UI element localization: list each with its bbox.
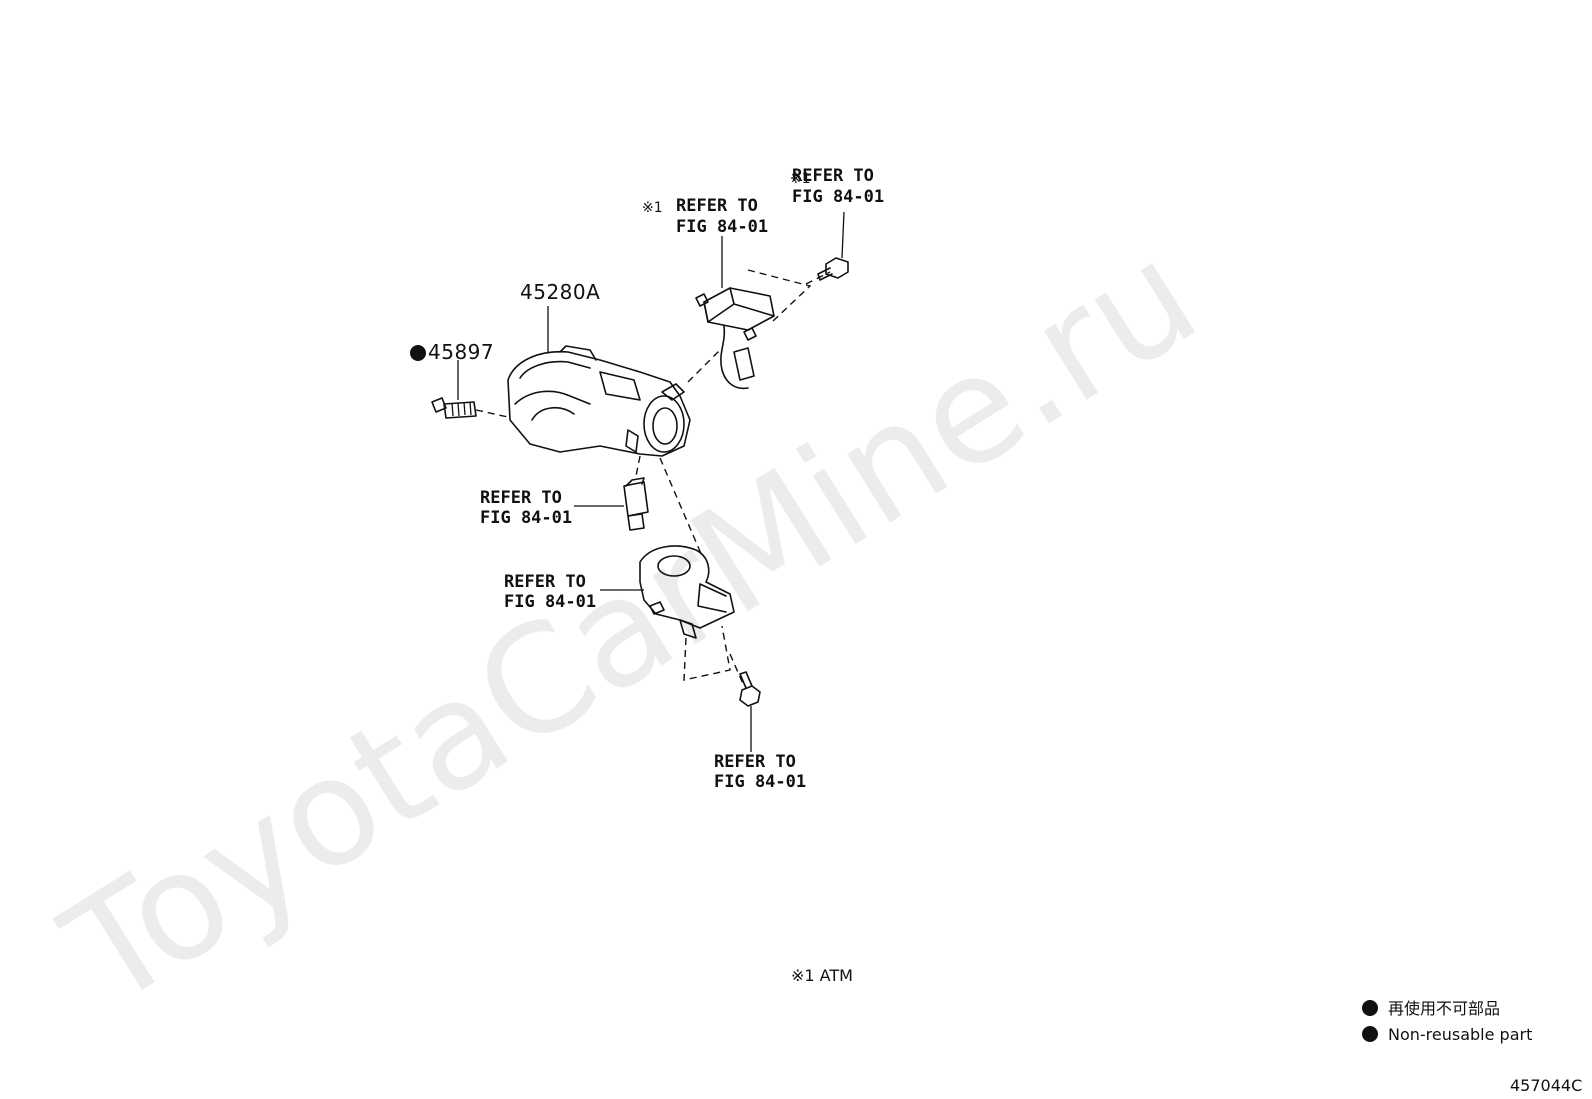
shift-lock-module-drawing bbox=[695, 236, 831, 390]
legend-text-jp: 再使用不可部品 bbox=[1388, 999, 1501, 1018]
non-reusable-dot-icon bbox=[410, 345, 426, 361]
callout-switch-line2: FIG 84-01 bbox=[504, 592, 597, 612]
atm-mark: ※1 bbox=[790, 171, 811, 187]
part-number-bolt: 45897 bbox=[410, 340, 494, 364]
callout-screw-line1: REFER TO bbox=[714, 752, 796, 772]
callout-top-right-line1: REFER TO bbox=[792, 166, 874, 186]
connector-drawing bbox=[574, 477, 649, 531]
screw-bottom-drawing bbox=[739, 671, 761, 752]
callout-top-right: ※1 bbox=[790, 168, 811, 189]
legend: 再使用不可部品 Non-reusable part bbox=[1362, 996, 1532, 1048]
part-number-lock-housing: 45280A bbox=[520, 280, 601, 304]
legend-item-jp: 再使用不可部品 bbox=[1362, 996, 1532, 1022]
non-reusable-dot-icon bbox=[1362, 1026, 1378, 1042]
footnote-atm: ※1 ATM bbox=[791, 966, 853, 985]
bolt-45897-drawing bbox=[431, 360, 509, 419]
ignition-switch-drawing bbox=[600, 545, 745, 687]
non-reusable-dot-icon bbox=[1362, 1000, 1378, 1016]
callout-connector-line2: FIG 84-01 bbox=[480, 508, 573, 528]
legend-text-en: Non-reusable part bbox=[1388, 1025, 1533, 1044]
figure-id: 457044C bbox=[1510, 1076, 1583, 1095]
lock-housing-drawing bbox=[507, 306, 723, 557]
bolt-part-number-text: 45897 bbox=[428, 340, 495, 364]
legend-item-en: Non-reusable part bbox=[1362, 1022, 1532, 1048]
callout-top-right-line2: FIG 84-01 bbox=[792, 187, 885, 207]
callout-switch-line1: REFER TO bbox=[504, 572, 586, 592]
atm-mark: ※1 bbox=[642, 200, 663, 216]
callout-connector-line1: REFER TO bbox=[480, 488, 562, 508]
callout-top-mid-line1: REFER TO bbox=[676, 196, 758, 216]
callout-screw-line2: FIG 84-01 bbox=[714, 772, 807, 792]
screw-top-drawing bbox=[817, 211, 849, 281]
callout-top-mid-line2: FIG 84-01 bbox=[676, 217, 769, 237]
